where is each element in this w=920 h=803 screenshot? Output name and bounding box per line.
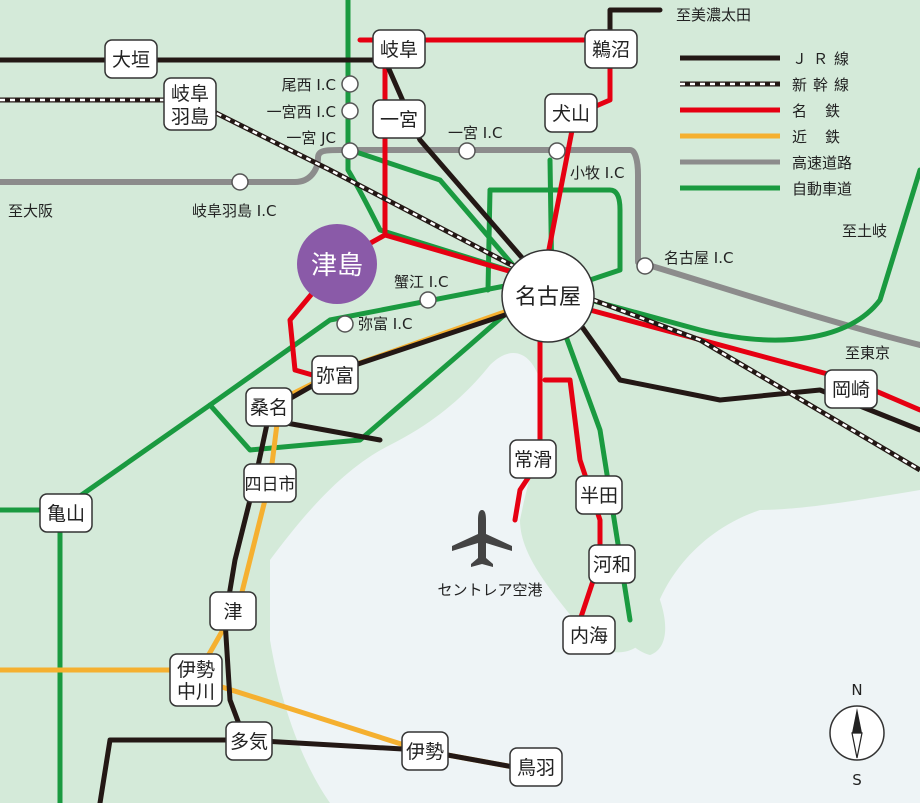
- legend-highway: 自動車道: [792, 180, 852, 198]
- label-yatomi-ic: 弥富 I.C: [358, 315, 412, 333]
- legend-kintetsu: 近鉄: [792, 128, 858, 146]
- label-nagoya-ic: 名古屋 I.C: [664, 249, 733, 267]
- label-centrair: セントレア空港: [437, 581, 542, 599]
- station-okazaki: 岡崎: [832, 379, 870, 401]
- station-ise-nakagawa-1: 伊勢: [177, 659, 215, 681]
- station-tsu: 津: [223, 601, 242, 623]
- station-kowa: 河和: [593, 554, 631, 576]
- station-taki: 多気: [230, 731, 268, 753]
- station-kuwana: 桑名: [250, 397, 288, 419]
- label-gifu-hashima-ic: 岐阜羽島 I.C: [192, 202, 276, 220]
- station-tokoname: 常滑: [514, 449, 552, 471]
- nagoya-circle: [501, 249, 595, 343]
- legend-expressway: 高速道路: [792, 154, 852, 172]
- station-utsumi: 内海: [570, 625, 608, 647]
- station-ise-nakagawa-2: 中川: [177, 681, 215, 703]
- station-handa: 半田: [580, 485, 618, 507]
- station-ise: 伊勢: [406, 741, 444, 763]
- atsumi-land: [700, 420, 920, 510]
- station-nagoya: 名古屋: [515, 285, 581, 310]
- station-yokkaichi: 四日市: [245, 475, 296, 495]
- label-ichinomiya-jc: 一宮 JC: [286, 129, 336, 147]
- compass-icon: N S: [829, 681, 885, 789]
- label-to-tokyo: 至東京: [845, 344, 890, 362]
- station-kameyama: 亀山: [47, 503, 85, 525]
- station-ogaki: 大垣: [112, 49, 150, 71]
- station-tsushima: 津島: [311, 251, 363, 281]
- tsushima-circle: [297, 224, 377, 304]
- expressway-lines: [0, 147, 920, 348]
- legend-jr: ＪＲ線: [792, 50, 855, 68]
- legend-meitetsu: 名鉄: [792, 102, 858, 120]
- label-to-minokamo: 至美濃太田: [676, 6, 751, 24]
- compass-n: N: [851, 681, 862, 699]
- station-unuma: 鵜沼: [592, 39, 630, 61]
- station-toba: 鳥羽: [517, 757, 555, 779]
- station-gifu: 岐阜: [380, 39, 418, 61]
- station-gifu-hashima-1: 岐阜: [171, 83, 209, 105]
- station-gifu-hashima-2: 羽島: [171, 106, 209, 128]
- compass-s: S: [852, 771, 862, 789]
- label-to-toki: 至土岐: [842, 222, 887, 240]
- label-bisai-ic: 尾西 I.C: [282, 76, 336, 94]
- label-kanie-ic: 蟹江 I.C: [394, 273, 448, 291]
- station-boxes: [39, 29, 878, 787]
- legend: ＪＲ線 新幹線 名鉄 近鉄 高速道路 自動車道: [680, 50, 858, 198]
- ise-bay-sea: [270, 353, 920, 803]
- label-ichinomiya-nishi-ic: 一宮西 I.C: [267, 103, 336, 121]
- legend-shinkansen: 新幹線: [792, 76, 855, 94]
- station-ichinomiya: 一宮: [380, 109, 418, 131]
- station-yatomi: 弥富: [316, 365, 354, 387]
- airplane-icon: [452, 510, 512, 567]
- shinkansen-line: [0, 97, 920, 473]
- ic-markers: [231, 75, 654, 333]
- label-ichinomiya-ic: 一宮 I.C: [448, 124, 502, 142]
- label-to-osaka: 至大阪: [8, 202, 53, 220]
- label-komaki-ic: 小牧 I.C: [570, 164, 624, 182]
- station-inuyama: 犬山: [552, 103, 590, 125]
